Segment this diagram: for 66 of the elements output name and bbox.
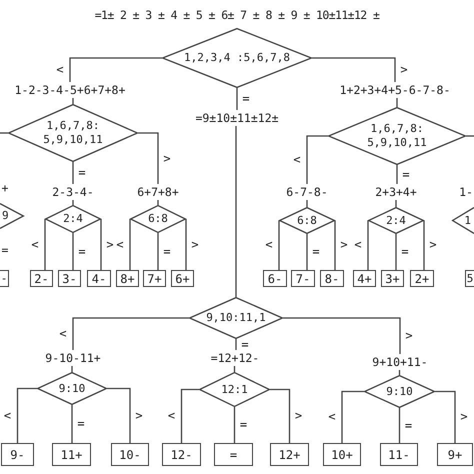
connector-line [138, 132, 159, 184]
outcome-box: 7- [291, 270, 315, 287]
decision-diamond: 6:8 [130, 205, 186, 233]
outcome-box: = [214, 443, 253, 466]
outcome-box: 12- [162, 443, 201, 466]
decision-diamond: 9:10 [364, 375, 435, 408]
decision-diamond: 1,2,3,4 :5,6,7,8 [162, 28, 312, 88]
outcome-box: 3+ [381, 270, 404, 287]
connector-line [44, 219, 46, 270]
connector-line [278, 220, 280, 270]
outcome-box: 6+ [171, 270, 194, 287]
connector-line [16, 388, 37, 443]
connector-line [306, 234, 308, 270]
connector-line [235, 339, 237, 350]
outcome-box: 2- [30, 270, 53, 287]
connector-line [283, 317, 401, 354]
connector-line [129, 219, 131, 270]
connector-line [157, 233, 159, 270]
outcome-box: 6- [263, 270, 287, 287]
decision-diamond: 12:1 [199, 372, 270, 407]
outcome-box: 11+ [52, 443, 91, 466]
connector-line [270, 388, 290, 443]
connector-line [395, 234, 397, 270]
connector-line [180, 388, 199, 443]
connector-line [334, 220, 336, 270]
connector-line [235, 126, 237, 297]
connector-line [312, 57, 396, 82]
outcome-box: 4- [87, 270, 111, 287]
connector-line [367, 220, 369, 270]
connector-line [69, 57, 162, 82]
connector-line [72, 317, 189, 350]
decision-diamond: 2:4 [368, 207, 424, 234]
connector-line [72, 162, 74, 184]
decision-diamond: 9:10 [37, 372, 107, 405]
outcome-box: 8+ [116, 270, 139, 287]
outcome-box: 7+ [143, 270, 166, 287]
outcome-box: - [0, 270, 9, 287]
connector-line [236, 88, 238, 110]
outcome-box: 4+ [353, 270, 376, 287]
connector-line [72, 233, 74, 270]
decision-diamond: 1,6,7,8: 5,9,10,11 [8, 104, 138, 162]
connector-line [435, 390, 456, 443]
outcome-box: 10- [111, 443, 149, 466]
connector-line [100, 219, 102, 270]
decision-diamond: 1,6,7,8: 5,9,10,11 [328, 107, 466, 165]
outcome-box: 12+ [270, 443, 309, 466]
connector-line [234, 407, 236, 443]
decision-diamond: 9,10:11,1 [189, 297, 283, 339]
connector-line [71, 405, 73, 443]
decision-diamond: 6:8 [279, 207, 335, 234]
decision-diamond: 2:4 [45, 205, 101, 233]
outcome-box: 8- [320, 270, 344, 287]
outcome-box: 11- [380, 443, 418, 466]
outcome-box: 2+ [410, 270, 434, 287]
outcome-box: 9+ [437, 443, 473, 466]
outcome-box: 9- [1, 443, 34, 466]
outcome-box: 5 [465, 270, 474, 287]
connector-line [423, 220, 425, 270]
connector-line [341, 390, 364, 443]
connector-line [396, 165, 398, 184]
outcome-box: 3- [58, 270, 81, 287]
outcome-box: 10+ [323, 443, 361, 466]
connector-line [306, 135, 328, 184]
connector-line [398, 408, 400, 443]
connector-line [107, 388, 131, 443]
connector-line [185, 219, 187, 270]
